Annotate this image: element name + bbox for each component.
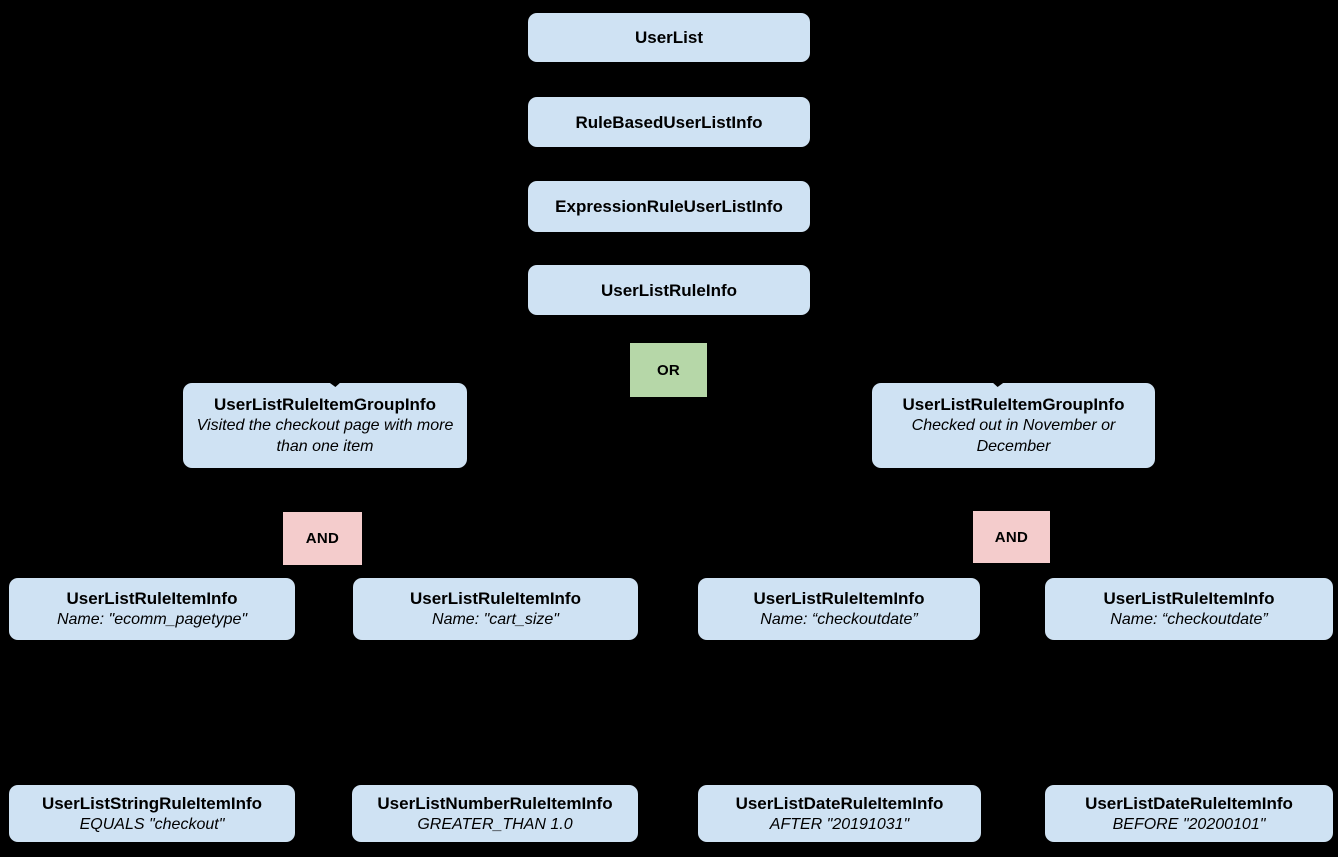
and-operator-label: AND (305, 530, 340, 547)
node-title: UserListRuleInfo (600, 280, 738, 300)
node-description: BEFORE "20200101" (1112, 815, 1266, 833)
node-rule-based-user-list-info: RuleBasedUserListInfo (528, 97, 810, 147)
node-string-rule-item: UserListStringRuleItemInfo EQUALS "check… (9, 785, 295, 842)
and-operator-left-node: AND (283, 512, 362, 565)
node-description: Name: “checkoutdate” (1110, 611, 1268, 628)
node-description: AFTER "20191031" (769, 815, 910, 833)
node-title: UserListRuleItemInfo (753, 589, 925, 608)
node-number-rule-item: UserListNumberRuleItemInfo GREATER_THAN … (352, 785, 638, 842)
node-title: UserListNumberRuleItemInfo (377, 793, 613, 813)
node-title: UserListRuleItemGroupInfo (902, 395, 1125, 414)
node-rule-item-cart-size: UserListRuleItemInfo Name: "cart_size" (353, 578, 638, 640)
and-operator-label: AND (994, 528, 1029, 546)
node-rule-item-group-left: UserListRuleItemGroupInfo Visited the ch… (183, 383, 467, 468)
or-operator-node: OR (630, 343, 707, 397)
node-user-list-rule-info: UserListRuleInfo (528, 265, 810, 315)
node-description: Name: "cart_size" (432, 611, 559, 628)
node-rule-item-checkoutdate-2: UserListRuleItemInfo Name: “checkoutdate… (1045, 578, 1333, 640)
node-title: UserListRuleItemGroupInfo (214, 395, 436, 414)
node-description: Name: “checkoutdate” (760, 611, 918, 628)
node-title: UserListDateRuleItemInfo (735, 793, 944, 813)
node-description: Visited the checkout page with more than… (196, 417, 454, 455)
node-rule-item-group-right: UserListRuleItemGroupInfo Checked out in… (872, 383, 1155, 468)
node-title: UserListRuleItemInfo (410, 589, 581, 608)
node-description: Name: "ecomm_pagetype" (56, 611, 248, 628)
node-description: Checked out in November or December (911, 417, 1116, 455)
node-title: RuleBasedUserListInfo (575, 112, 763, 132)
node-rule-item-checkoutdate-1: UserListRuleItemInfo Name: “checkoutdate… (698, 578, 980, 640)
node-title: UserListStringRuleItemInfo (41, 793, 263, 813)
node-rule-item-ecomm-pagetype: UserListRuleItemInfo Name: "ecomm_pagety… (9, 578, 295, 640)
node-user-list: UserList (528, 13, 810, 62)
node-description: GREATER_THAN 1.0 (417, 815, 573, 833)
node-title: UserListRuleItemInfo (66, 589, 238, 608)
node-date-rule-item-before: UserListDateRuleItemInfo BEFORE "2020010… (1045, 785, 1333, 842)
node-expression-rule-user-list-info: ExpressionRuleUserListInfo (528, 181, 810, 232)
node-title: UserListRuleItemInfo (1103, 589, 1275, 608)
node-title: ExpressionRuleUserListInfo (555, 197, 783, 216)
node-title: UserListDateRuleItemInfo (1085, 793, 1293, 813)
node-date-rule-item-after: UserListDateRuleItemInfo AFTER "20191031… (698, 785, 981, 842)
node-title: UserList (634, 28, 704, 47)
node-description: EQUALS "checkout" (79, 815, 225, 833)
or-operator-label: OR (656, 361, 681, 379)
and-operator-right-node: AND (973, 511, 1050, 563)
